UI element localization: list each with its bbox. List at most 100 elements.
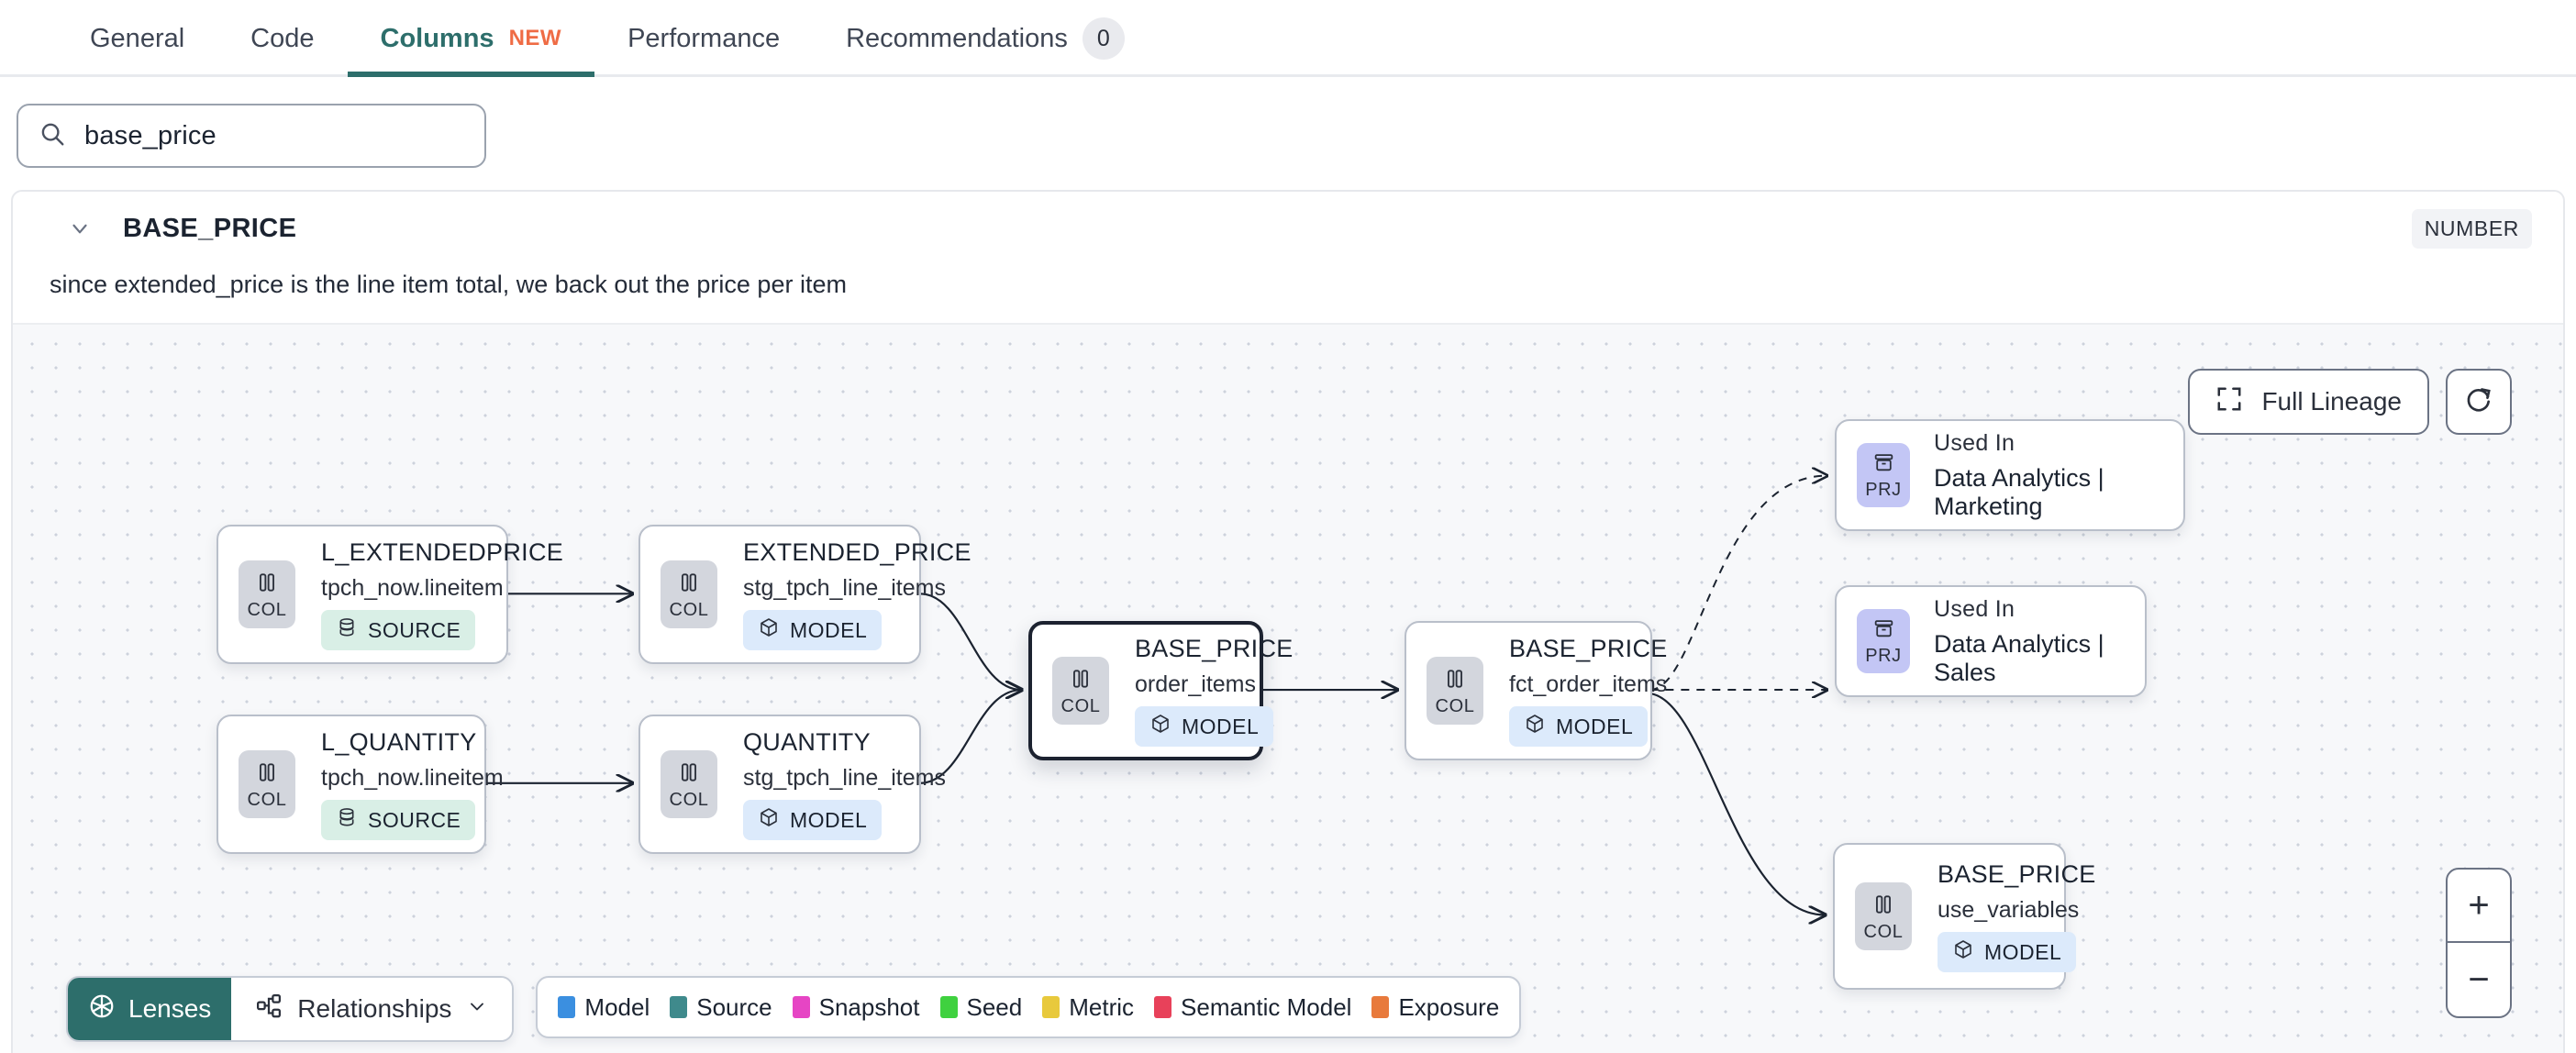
chevron-down-icon[interactable]	[64, 216, 95, 240]
node-chip-label: COL	[1435, 695, 1475, 716]
full-lineage-button[interactable]: Full Lineage	[2188, 369, 2429, 435]
lineage-node-extended_price[interactable]: COL EXTENDED_PRICE stg_tpch_line_items M…	[638, 525, 971, 664]
node-subtitle: tpch_now.lineitem	[321, 575, 504, 601]
full-lineage-label: Full Lineage	[2261, 387, 2402, 416]
node-body: BASE_PRICE order_items MODEL	[1135, 615, 1294, 767]
legend-swatch	[792, 996, 810, 1018]
node-chip-label: PRJ	[1865, 480, 1902, 500]
node-kind-label: MODEL	[1984, 939, 2062, 964]
zoom-controls: + −	[2446, 868, 2512, 1018]
tab-label: Code	[250, 23, 315, 53]
legend-swatch	[939, 996, 958, 1018]
cube-icon	[1149, 713, 1171, 740]
legend-swatch	[670, 996, 688, 1018]
zoom-out-button[interactable]: −	[2468, 959, 2490, 1000]
node-name: BASE_PRICE	[1509, 635, 1668, 662]
tab-label: Performance	[627, 23, 781, 53]
legend-item-model[interactable]: Model	[558, 993, 650, 1022]
column-description: since extended_price is the line item to…	[50, 271, 847, 298]
database-icon	[336, 806, 358, 834]
lineage-node-prj_marketing[interactable]: PRJ Used In Data Analytics | Marketing	[1835, 419, 2185, 531]
node-subtitle: fct_order_items	[1509, 671, 1668, 697]
node-name: Used In	[1934, 595, 2015, 622]
tab-count-badge: 0	[1082, 17, 1125, 60]
lineage-node-base_price_uv[interactable]: COL BASE_PRICE use_variables MODEL	[1833, 843, 2095, 990]
legend-label: Semantic Model	[1181, 992, 1352, 1021]
legend-swatch	[1042, 996, 1060, 1018]
lineage-node-quantity[interactable]: COL QUANTITY stg_tpch_line_items MODEL	[638, 715, 946, 854]
legend-item-snapshot[interactable]: Snapshot	[792, 992, 920, 1022]
node-type-chip: COL	[1855, 882, 1912, 950]
tab-label: General	[90, 23, 185, 53]
tab-performance[interactable]: Performance	[594, 0, 813, 77]
column-header: BASE_PRICE NUMBER	[13, 192, 2563, 265]
node-type-chip: PRJ	[1857, 443, 1910, 507]
column-icon	[677, 571, 701, 599]
aperture-icon	[88, 992, 116, 1026]
lineage-node-base_price_oi[interactable]: COL BASE_PRICE order_items MODEL	[1028, 621, 1293, 760]
node-type-chip: COL	[661, 560, 717, 628]
legend-label: Metric	[1069, 992, 1135, 1021]
tab-label: Recommendations	[846, 23, 1068, 53]
refresh-button[interactable]	[2446, 369, 2512, 435]
archive-icon	[1872, 451, 1895, 479]
node-kind-badge: MODEL	[1938, 932, 2077, 972]
node-kind-badge: MODEL	[1509, 706, 1649, 747]
column-type-badge: NUMBER	[2411, 208, 2532, 249]
zoom-in-button[interactable]: +	[2448, 870, 2510, 943]
legend-item-metric[interactable]: Metric	[1042, 993, 1134, 1022]
lineage-canvas[interactable]: COL L_EXTENDEDPRICE tpch_now.lineitem SO…	[13, 323, 2563, 1053]
database-icon	[336, 616, 358, 644]
cube-icon	[758, 616, 780, 644]
node-body: QUANTITY stg_tpch_line_items MODEL	[743, 708, 946, 860]
cube-icon	[1952, 938, 1974, 966]
cube-icon	[1524, 713, 1546, 740]
node-kind-badge: MODEL	[743, 610, 883, 650]
node-name: L_EXTENDEDPRICE	[321, 538, 564, 566]
node-kind-label: MODEL	[1556, 714, 1634, 738]
column-icon	[1443, 667, 1467, 695]
node-chip-label: PRJ	[1865, 646, 1902, 666]
column-icon	[1871, 892, 1895, 921]
node-name: Used In	[1934, 429, 2015, 456]
column-icon	[1069, 667, 1093, 695]
tab-general[interactable]: General	[57, 0, 217, 77]
lineage-node-l_extendedprice[interactable]: COL L_EXTENDEDPRICE tpch_now.lineitem SO…	[217, 525, 563, 664]
node-name: L_QUANTITY	[321, 728, 477, 756]
node-kind-badge: MODEL	[1135, 706, 1274, 747]
search-area: base_price	[0, 77, 2576, 168]
tab-code[interactable]: Code	[217, 0, 347, 77]
node-chip-label: COL	[247, 599, 287, 620]
relationships-button[interactable]: Relationships	[231, 978, 513, 1040]
node-subtitle: order_items	[1135, 671, 1256, 697]
legend-item-seed[interactable]: Seed	[939, 993, 1022, 1022]
node-body: L_QUANTITY tpch_now.lineitem SOURCE	[321, 708, 504, 860]
legend-swatch	[1371, 996, 1390, 1018]
node-name: EXTENDED_PRICE	[743, 538, 972, 566]
node-subtitle: Data Analytics | Marketing	[1934, 463, 2104, 520]
lens-group: Lenses Relationships	[66, 976, 515, 1042]
lineage-node-l_quantity[interactable]: COL L_QUANTITY tpch_now.lineitem SOURCE	[217, 715, 504, 854]
legend-item-exposure[interactable]: Exposure	[1371, 993, 1499, 1022]
search-input[interactable]: base_price	[17, 104, 486, 168]
lineage-node-base_price_fct[interactable]: COL BASE_PRICE fct_order_items MODEL	[1405, 621, 1667, 760]
node-kind-badge: MODEL	[743, 800, 883, 840]
page-title: BASE_PRICE	[123, 213, 297, 243]
tab-recommendations[interactable]: Recommendations 0	[813, 0, 1158, 77]
lineage-node-prj_sales[interactable]: PRJ Used In Data Analytics | Sales	[1835, 585, 2147, 697]
legend-swatch	[558, 996, 576, 1018]
lineage-legend: Model Source Snapshot Seed Metric Semant…	[536, 976, 1522, 1038]
node-chip-label: COL	[247, 789, 287, 810]
legend-item-source[interactable]: Source	[670, 993, 772, 1022]
legend-item-semantic-model[interactable]: Semantic Model	[1154, 993, 1351, 1022]
legend-label: Snapshot	[818, 992, 920, 1021]
node-kind-badge: SOURCE	[321, 800, 476, 840]
node-type-chip: COL	[239, 750, 295, 818]
node-name: BASE_PRICE	[1938, 860, 2096, 888]
lenses-button[interactable]: Lenses	[68, 978, 232, 1040]
refresh-icon	[2464, 385, 2493, 419]
node-kind-label: SOURCE	[368, 807, 461, 832]
node-kind-label: MODEL	[790, 617, 868, 642]
node-type-chip: COL	[1427, 657, 1483, 725]
